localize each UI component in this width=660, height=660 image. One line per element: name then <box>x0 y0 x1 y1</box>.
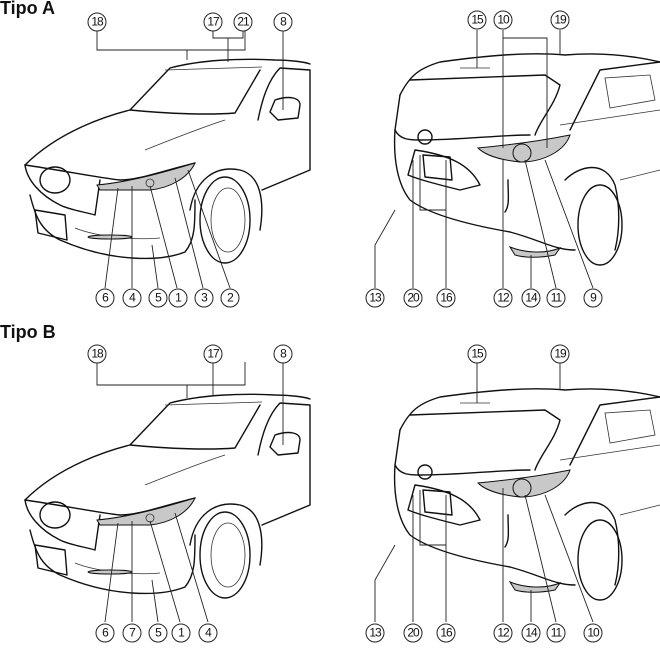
callout-12: 12 <box>493 288 513 308</box>
callout-19: 19 <box>550 10 570 30</box>
callout-13: 13 <box>365 288 385 308</box>
callout-16: 16 <box>436 623 456 643</box>
callout-3: 3 <box>194 288 214 308</box>
front-car-b <box>24 393 311 599</box>
callout-14: 14 <box>521 623 541 643</box>
front-car-a <box>24 58 311 264</box>
rear-car-a <box>393 53 660 266</box>
rear-car-b <box>393 388 660 601</box>
callout-6: 6 <box>95 288 115 308</box>
callout-10: 10 <box>493 10 513 30</box>
callout-12: 12 <box>493 623 513 643</box>
callout-5: 5 <box>148 623 168 643</box>
callout-1: 1 <box>171 623 191 643</box>
type-a-title: Tipo A <box>0 0 55 18</box>
callout-7: 7 <box>122 623 142 643</box>
callout-18: 18 <box>87 12 107 32</box>
callout-13: 13 <box>365 623 385 643</box>
leader-lines-b <box>96 362 594 623</box>
callout-4: 4 <box>198 623 218 643</box>
callout-9: 9 <box>583 288 603 308</box>
type-b-title: Tipo B <box>0 322 56 342</box>
callout-15: 15 <box>467 344 487 364</box>
callout-11: 11 <box>546 623 566 643</box>
callout-16: 16 <box>436 288 456 308</box>
callout-2: 2 <box>220 288 240 308</box>
callout-17: 17 <box>203 344 223 364</box>
callout-15: 15 <box>467 10 487 30</box>
callout-21: 21 <box>233 12 253 32</box>
callout-5: 5 <box>148 288 168 308</box>
callout-20: 20 <box>403 623 423 643</box>
callout-8: 8 <box>273 12 293 32</box>
callout-8: 8 <box>273 344 293 364</box>
callout-11: 11 <box>546 288 566 308</box>
callout-17: 17 <box>203 12 223 32</box>
callout-14: 14 <box>521 288 541 308</box>
callout-19: 19 <box>550 344 570 364</box>
callout-6: 6 <box>95 623 115 643</box>
callout-20: 20 <box>403 288 423 308</box>
callout-1: 1 <box>168 288 188 308</box>
leader-lines-a <box>96 30 594 289</box>
callout-4: 4 <box>122 288 142 308</box>
callout-18: 18 <box>87 344 107 364</box>
callout-10: 10 <box>583 623 603 643</box>
